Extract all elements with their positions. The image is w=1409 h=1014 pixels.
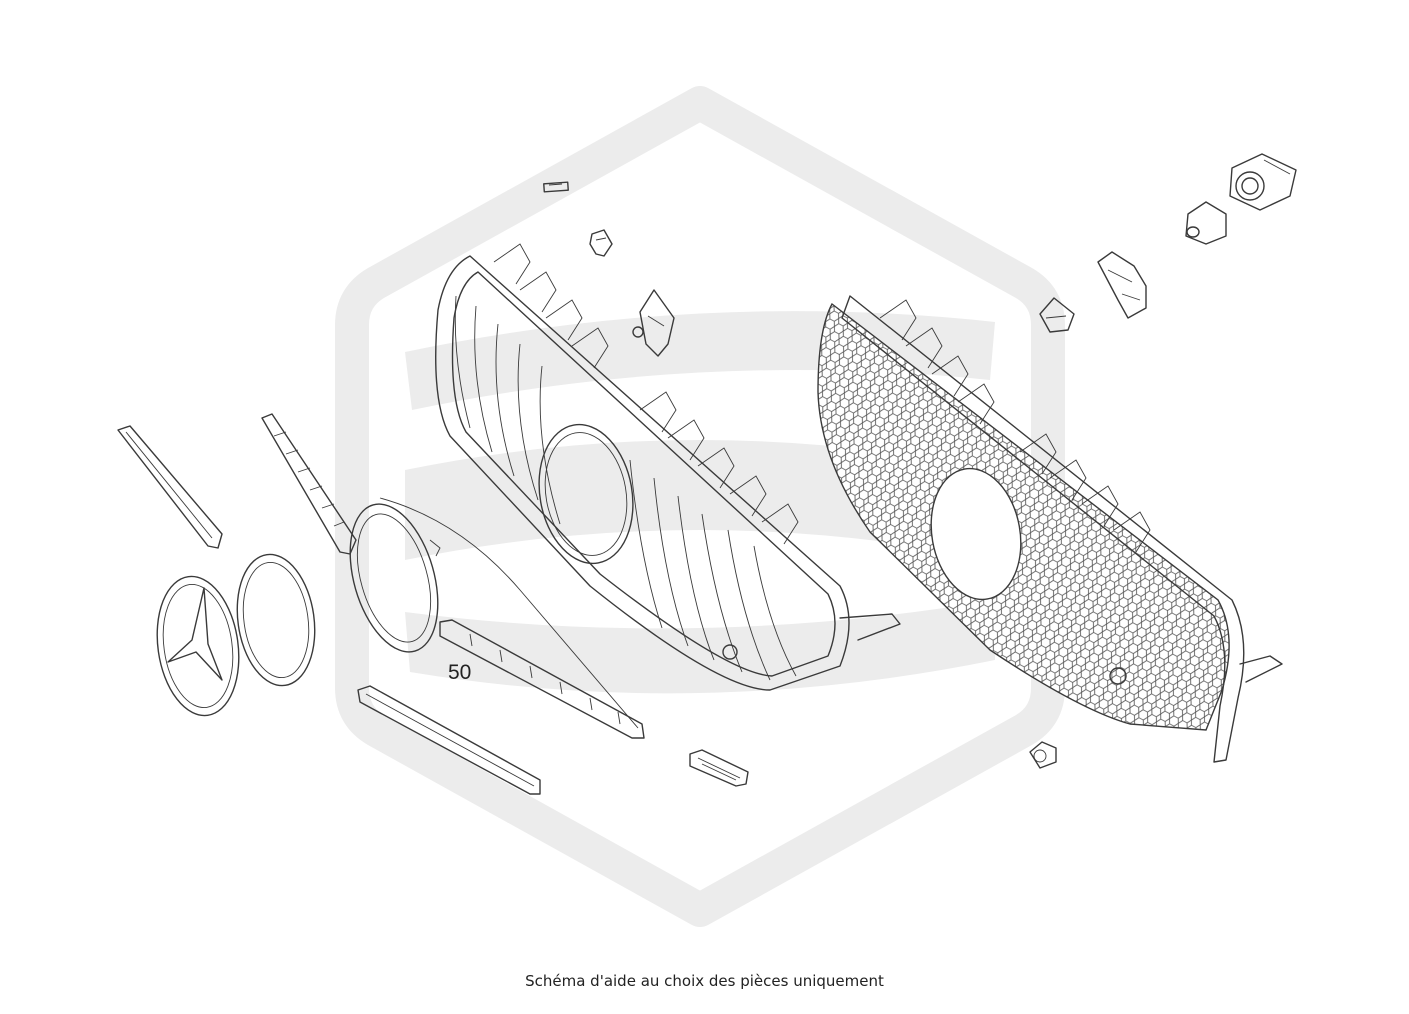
- parking-sensor: [1029, 741, 1057, 769]
- star-emblem: [156, 575, 240, 717]
- emblem-ring-frame: [349, 497, 639, 729]
- radar-sensor-small: [1185, 201, 1227, 245]
- grille-diamond: [817, 295, 1283, 763]
- watermark-logo: [335, 86, 1065, 927]
- bracket-clip-2: [1039, 297, 1075, 333]
- sensor-connector: [1097, 251, 1147, 319]
- diagram-caption: Schéma d'aide au choix des pièces unique…: [525, 972, 884, 990]
- amg-badge: [689, 749, 749, 787]
- clip-part-1: [543, 181, 569, 193]
- louver-strip-upper: [261, 413, 357, 555]
- bracket-clip-1: [589, 229, 613, 257]
- trim-strip-lower: [357, 685, 541, 795]
- louver-strip-lower: [439, 619, 645, 739]
- callout-number: 50: [448, 661, 471, 684]
- star-ring: [236, 553, 316, 687]
- grille-panamericana: [435, 243, 901, 691]
- trim-strip-upper-left: [117, 425, 223, 549]
- radar-sensor-large: [1229, 153, 1297, 211]
- sensor-bracket-left: [632, 289, 675, 357]
